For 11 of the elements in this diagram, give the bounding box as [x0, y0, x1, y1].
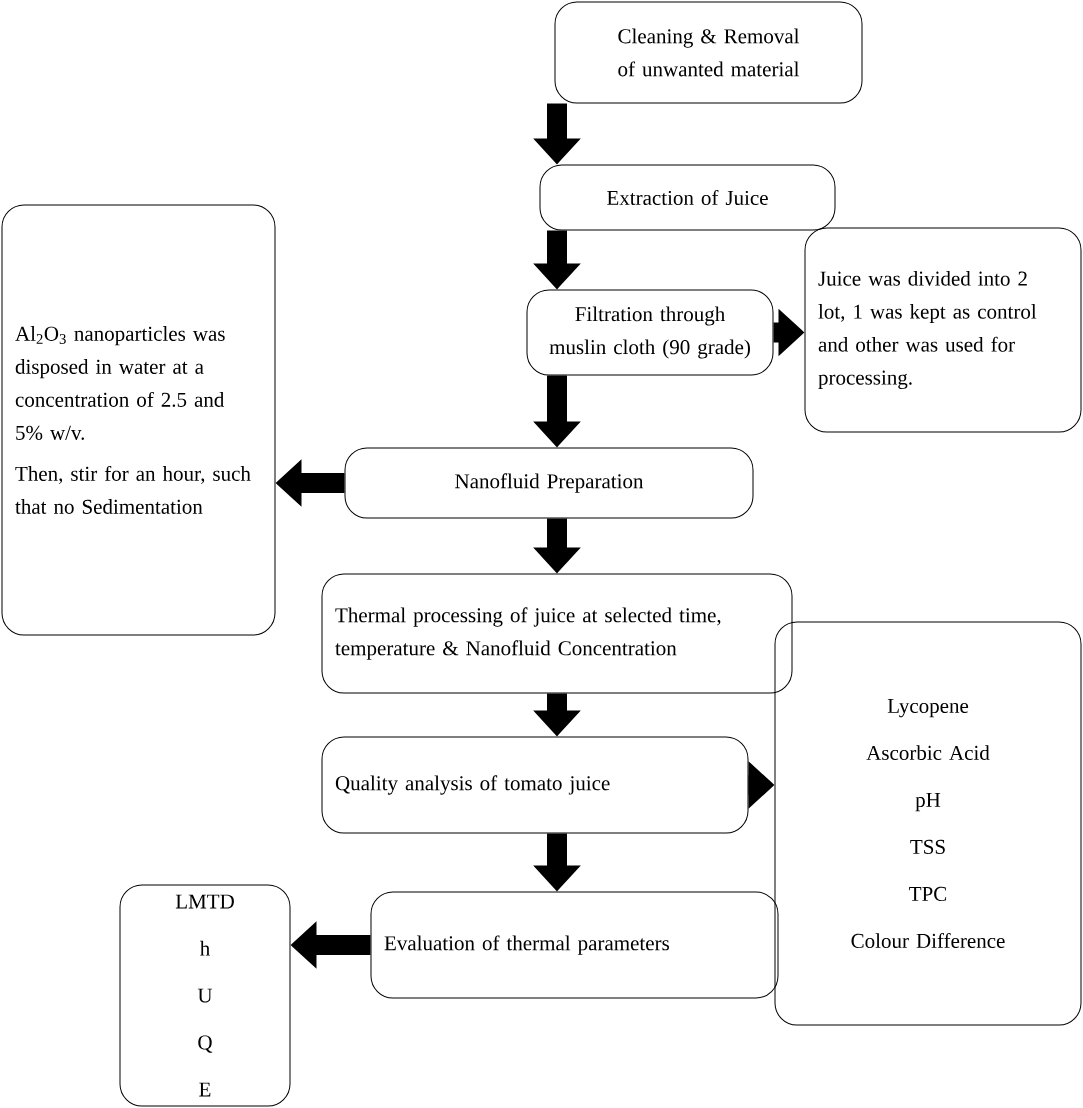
process-box: LMTD h U Q E [119, 884, 291, 1107]
process-box: Al$_{2}$O$_{3}$ nanoparticles was disposed in water at a concentration of 2.5 and 5% w/v. Then, stir for an hour, such that no Sedimentation [1, 204, 276, 636]
process-box: Filtration through muslin cloth (90 grade) [526, 289, 774, 376]
process-box: Quality analysis of tomato juice [321, 736, 749, 834]
process-box: Extraction of Juice [539, 164, 836, 231]
process-box: Evaluation of thermal parameters [370, 891, 779, 999]
process-box: Lycopene Ascorbic Acid pH TSS TPC Colour Difference [774, 621, 1082, 1026]
process-box: Nanofluid Preparation [344, 447, 754, 519]
process-box: Cleaning & Removal of unwanted material [554, 1, 863, 104]
process-box: Juice was divided into 2 lot, 1 was kept as control and other was used for processing. [804, 227, 1082, 433]
process-box: Thermal processing of juice at selected time, temperature & Nanofluid Concentration [321, 573, 793, 694]
